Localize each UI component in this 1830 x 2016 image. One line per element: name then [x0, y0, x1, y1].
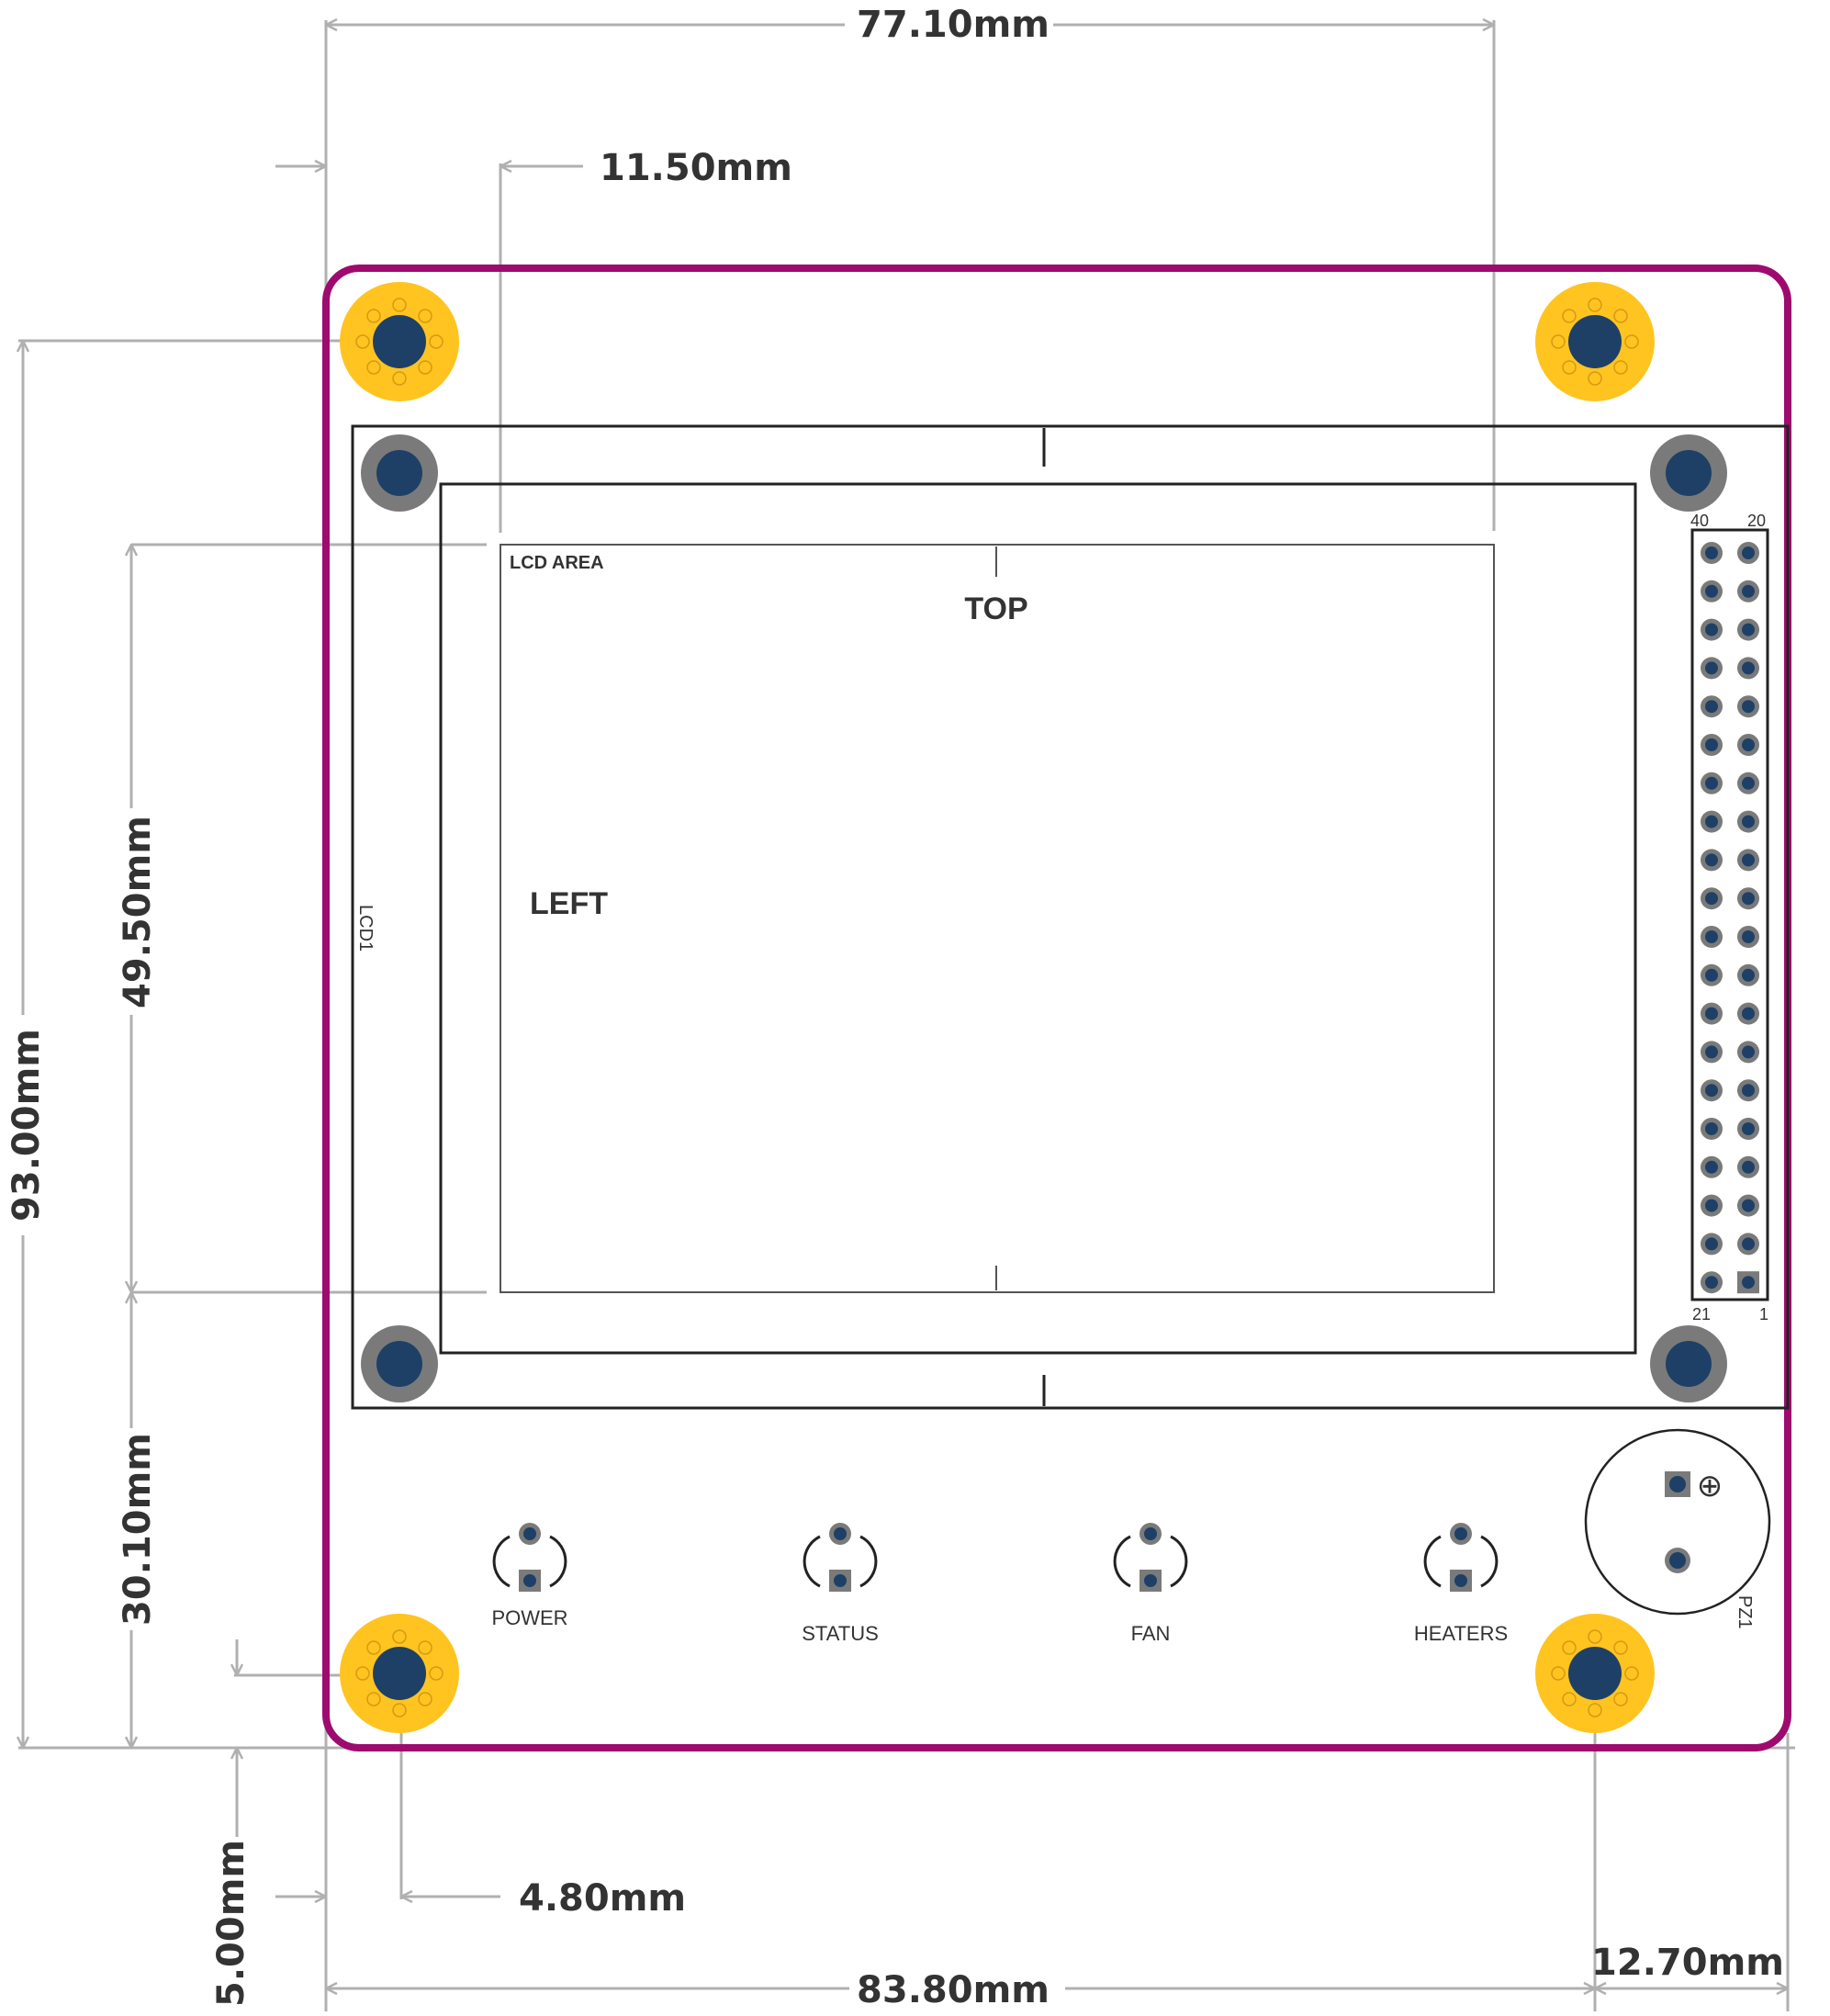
dimension-lines [18, 20, 1795, 2011]
led-power: POWER [491, 1523, 568, 1629]
header-pin-hole [1742, 1084, 1755, 1098]
pin-header [1690, 528, 1769, 1301]
header-pin-hole [1705, 1160, 1718, 1174]
pin-label-21: 21 [1692, 1305, 1711, 1323]
dim-lcd-area-height: 49.50mm [117, 816, 159, 1008]
header-pin-hole [1705, 1045, 1718, 1059]
header-pin-hole [1705, 546, 1718, 559]
lcd-ref-label: LCD1 [355, 905, 376, 952]
header-pin-hole [1705, 853, 1718, 867]
header-pin-hole [1705, 1237, 1718, 1251]
header-pin-hole [1742, 1122, 1755, 1135]
led-pad-hole [1144, 1574, 1157, 1587]
led-heaters: HEATERS [1414, 1523, 1508, 1645]
led-pad-hole [1454, 1527, 1467, 1540]
left-label: LEFT [530, 886, 608, 921]
header-pin-hole [1742, 1199, 1755, 1212]
led-outline-right [1480, 1535, 1499, 1588]
buzzer-ref-label: PZ1 [1735, 1595, 1755, 1629]
header-pin-hole [1742, 892, 1755, 906]
header-pin-hole [1705, 1199, 1718, 1212]
dim-board-height: 93.00mm [6, 1029, 48, 1222]
header-pin-hole [1705, 776, 1718, 790]
pin-header-pins [1701, 542, 1759, 1294]
header-pin-hole [1742, 738, 1755, 751]
lcd-area-label: LCD AREA [510, 553, 604, 573]
header-pin-hole [1705, 661, 1718, 675]
mount-hole-bottom-right [1535, 1614, 1655, 1733]
mount-hole-bottom-left [340, 1614, 459, 1733]
led-pad-hole [834, 1574, 847, 1587]
led-outline-right [1170, 1535, 1188, 1588]
header-pin-hole [1742, 815, 1755, 828]
led-label: HEATERS [1414, 1622, 1508, 1645]
header-pin-hole [1742, 1276, 1755, 1290]
header-pin-hole [1742, 661, 1755, 675]
lcd-module [351, 424, 1790, 1410]
header-pin-hole [1742, 930, 1755, 943]
led-outline-left [1423, 1535, 1442, 1588]
header-pin-hole [1705, 968, 1718, 982]
dim-right-hole-offset: 12.70mm [1591, 1942, 1784, 1984]
header-pin-hole [1742, 623, 1755, 636]
buzzer-polarity-icon: ⊕ [1697, 1469, 1723, 1504]
header-pin-hole [1705, 1122, 1718, 1135]
led-outline-left [1113, 1535, 1131, 1588]
header-pin-hole [1742, 968, 1755, 982]
led-status: STATUS [802, 1523, 879, 1645]
led-outline-left [803, 1535, 821, 1588]
top-label: TOP [964, 591, 1027, 626]
lcd-standoffs [361, 434, 1727, 1402]
header-pin-hole [1705, 892, 1718, 906]
header-pin-hole [1742, 776, 1755, 790]
led-group: POWER STATUS FAN HEATERS [491, 1523, 1508, 1645]
buzzer [1584, 1428, 1771, 1616]
led-label: STATUS [802, 1622, 879, 1645]
led-fan: FAN [1113, 1523, 1188, 1645]
led-outline-left [492, 1535, 511, 1588]
header-pin-hole [1742, 1007, 1755, 1020]
pin-label-1: 1 [1759, 1305, 1768, 1323]
header-pin-hole [1742, 584, 1755, 598]
header-pin-hole [1705, 1276, 1718, 1290]
led-pad-hole [834, 1527, 847, 1540]
header-pin-hole [1705, 815, 1718, 828]
header-pin-hole [1742, 1045, 1755, 1059]
led-pad-hole [1454, 1574, 1467, 1587]
header-pin-hole [1742, 1160, 1755, 1174]
header-pin-hole [1742, 700, 1755, 714]
lcd-area [500, 544, 1495, 1293]
header-pin-hole [1742, 853, 1755, 867]
header-pin-hole [1705, 623, 1718, 636]
dim-hole-offset-y: 5.00mm [210, 1840, 253, 2007]
led-label: POWER [491, 1606, 567, 1629]
dim-lcd-bottom-offset: 30.10mm [117, 1433, 159, 1626]
mount-hole-top-left [340, 282, 459, 401]
header-pin-hole [1705, 1007, 1718, 1020]
dim-top-width: 77.10mm [857, 4, 1050, 46]
header-pin-hole [1705, 584, 1718, 598]
dim-board-width: 83.80mm [857, 1969, 1050, 2011]
header-pin-hole [1705, 1084, 1718, 1098]
mount-hole-top-right [1535, 282, 1655, 401]
header-pin-hole [1742, 1237, 1755, 1251]
pin-label-40: 40 [1690, 512, 1709, 530]
header-pin-hole [1705, 738, 1718, 751]
led-pad-hole [523, 1574, 536, 1587]
dim-hole-offset-x: 4.80mm [519, 1877, 686, 1920]
led-pad-hole [1144, 1527, 1157, 1540]
led-pad-hole [523, 1527, 536, 1540]
pin-label-20: 20 [1747, 512, 1766, 530]
header-pin-hole [1705, 700, 1718, 714]
board-outline [322, 265, 1791, 1751]
header-pin-hole [1742, 546, 1755, 559]
led-label: FAN [1131, 1622, 1171, 1645]
header-pin-hole [1705, 930, 1718, 943]
led-outline-right [549, 1535, 567, 1588]
led-outline-right [859, 1535, 878, 1588]
dim-lcd-offset-x: 11.50mm [600, 147, 792, 189]
